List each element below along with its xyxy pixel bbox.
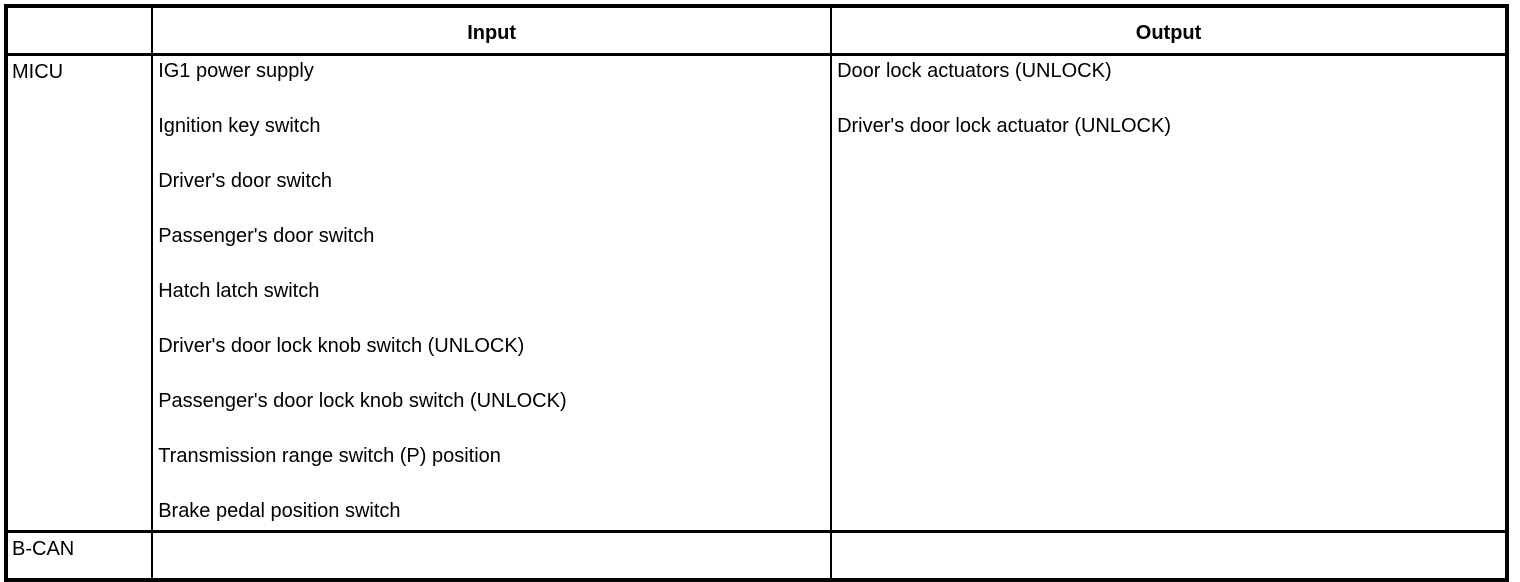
device-label-micu: MICU: [4, 53, 154, 533]
bcan-output-cell: [830, 530, 1508, 581]
output-column-header: Output: [830, 5, 1508, 56]
manual-page: Input Output MICU IG1 power supply Ignit…: [0, 4, 1520, 582]
input-column-header: Input: [151, 5, 833, 56]
input-item: Passenger's door lock knob switch (UNLOC…: [158, 390, 567, 412]
header-row: Input Output: [4, 5, 1508, 56]
input-item: Driver's door lock knob switch (UNLOCK): [158, 335, 525, 357]
table-row-micu: MICU IG1 power supply Ignition key switc…: [4, 53, 1508, 533]
device-column-header: [4, 5, 154, 56]
input-item: Passenger's door switch: [158, 225, 375, 247]
device-label-bcan: B-CAN: [4, 530, 154, 581]
output-item: Door lock actuators (UNLOCK): [837, 60, 1112, 82]
micu-output-cell: Door lock actuators (UNLOCK) Driver's do…: [830, 53, 1508, 533]
input-item: IG1 power supply: [158, 60, 314, 82]
bcan-input-cell: [151, 530, 833, 581]
input-item: Brake pedal position switch: [158, 500, 401, 522]
input-output-table: Input Output MICU IG1 power supply Ignit…: [4, 4, 1509, 582]
input-item: Hatch latch switch: [158, 280, 320, 302]
input-item: Driver's door switch: [158, 170, 333, 192]
input-item: Transmission range switch (P) position: [158, 445, 501, 467]
table-row-bcan: B-CAN: [4, 530, 1508, 581]
output-item: Driver's door lock actuator (UNLOCK): [837, 115, 1171, 137]
micu-input-cell: IG1 power supply Ignition key switch Dri…: [151, 53, 833, 533]
input-item: Ignition key switch: [158, 115, 321, 137]
